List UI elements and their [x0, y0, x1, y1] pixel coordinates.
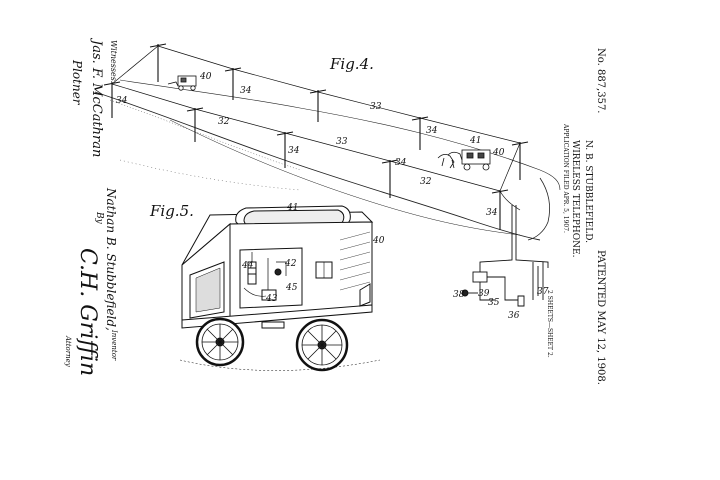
ref-34-b: 34: [240, 86, 252, 96]
ref-36: 36: [508, 311, 520, 321]
witness-signature-2: Plotner: [70, 60, 84, 105]
fig5-wheels: [179, 317, 381, 372]
ref-40-fig4: 40: [199, 72, 212, 82]
ref-32-a: 32: [218, 117, 230, 127]
fig5-wagon: [181, 205, 374, 329]
fig4-front-poles: [103, 81, 509, 230]
attorney-role: Attorney: [64, 336, 72, 367]
ref-41-fig5: 41: [286, 203, 298, 213]
ref-35: 35: [488, 298, 500, 308]
ref-39: 39: [478, 289, 490, 299]
fig5-label: Fig.5.: [150, 202, 194, 220]
ref-33-a: 33: [370, 102, 382, 112]
ref-40-near: 40: [492, 148, 505, 158]
application-filed: APPLICATION FILED APR. 5, 1907.: [562, 124, 569, 233]
ref-34-d: 34: [426, 126, 438, 136]
ref-34-a: 34: [116, 96, 128, 106]
ref-34-f: 34: [486, 208, 498, 218]
ref-32-b: 32: [420, 177, 432, 187]
fig4-label: Fig.4.: [330, 55, 374, 73]
witness-signature-1: Jas. F. McCathran: [89, 40, 104, 158]
patent-title: WIRELESS TELEPHONE.: [570, 140, 580, 258]
ref-34-e: 34: [395, 158, 407, 168]
ref-45: 45: [285, 283, 298, 293]
ref-34-c: 34: [288, 146, 300, 156]
fig4-wires: [111, 45, 521, 211]
inventor-signature: Nathan B. Stubblefield,: [104, 188, 118, 331]
ref-33-b: 33: [336, 137, 348, 147]
ref-42: 42: [284, 259, 297, 269]
witnesses-label: Witnesses:: [109, 40, 118, 84]
inventor-name-header: N. B. STUBBLEFIELD.: [583, 140, 593, 243]
front-wheel: [195, 317, 245, 367]
attorney-signature: C.H. Griffin: [75, 248, 100, 377]
ref-44: 44: [241, 261, 254, 271]
rear-wheel: [295, 318, 349, 372]
ref-41-fig4: 41: [469, 136, 481, 146]
ref-38: 38: [453, 290, 465, 300]
ref-43: 43: [265, 294, 278, 304]
fig4-circuit: [461, 205, 549, 307]
fig4-near-wagon: [437, 149, 491, 171]
fig4-far-wagon: [167, 75, 197, 91]
inventor-role: Inventor: [110, 330, 118, 361]
patent-number: No. 887,357.: [595, 48, 606, 114]
patented-date: PATENTED MAY 12, 1908.: [595, 250, 606, 385]
ref-37: 37: [537, 287, 549, 297]
ref-40-fig5: 40: [372, 236, 385, 246]
by-label: By: [94, 212, 104, 224]
sheets-count: 2 SHEETS—SHEET 2.: [546, 290, 553, 358]
fig4-ground: [94, 79, 561, 241]
